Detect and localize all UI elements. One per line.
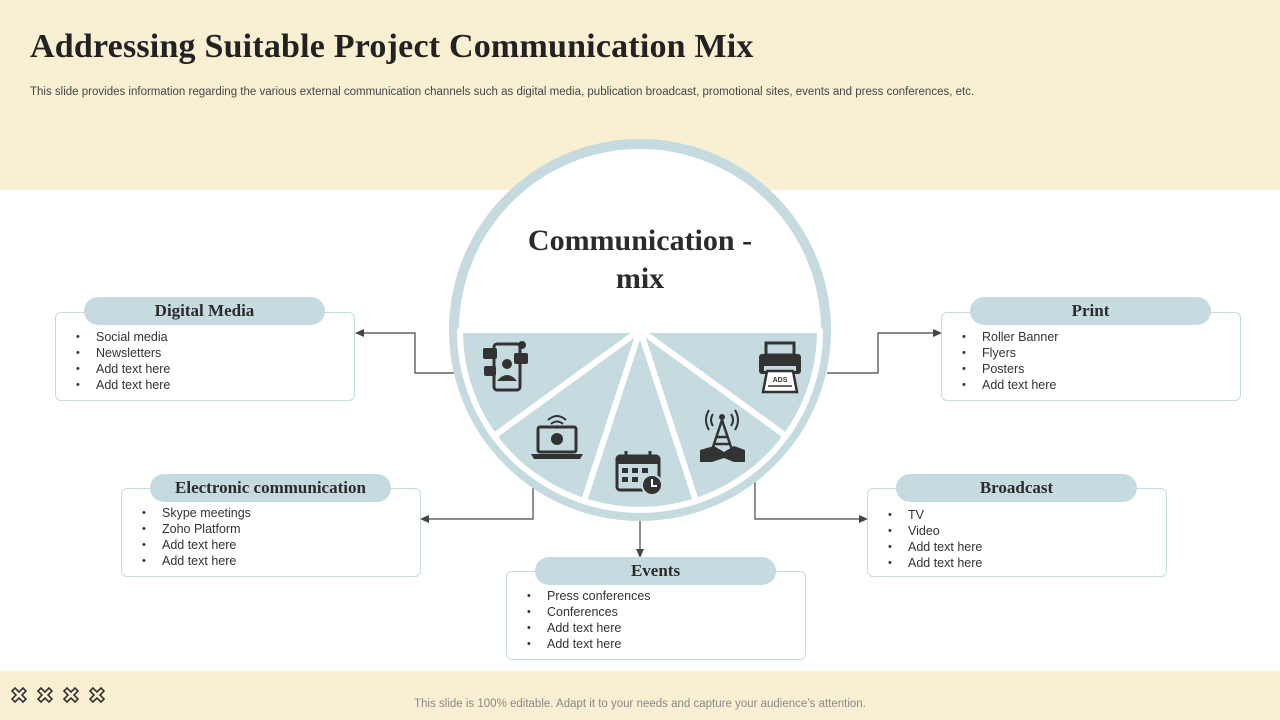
list-item: Posters: [962, 361, 1058, 377]
center-title: Communication - mix: [500, 222, 780, 298]
list-item: Skype meetings: [142, 505, 251, 521]
cross-pattern-icon: [36, 686, 54, 704]
list-item: Newsletters: [76, 345, 170, 361]
center-title-line2: mix: [615, 262, 665, 295]
print-title: Print: [970, 297, 1211, 325]
print-list: Roller Banner Flyers Posters Add text he…: [962, 329, 1058, 393]
list-item: Flyers: [962, 345, 1058, 361]
list-item: Add text here: [76, 361, 170, 377]
slide-title: Addressing Suitable Project Communicatio…: [30, 28, 754, 65]
connector-digital-media: [362, 332, 455, 374]
list-item: Add text here: [527, 620, 651, 636]
slide-subtitle: This slide provides information regardin…: [30, 86, 975, 98]
center-title-line1: Communication -: [527, 224, 753, 257]
svg-text:ADS: ADS: [773, 377, 788, 384]
list-item: Add text here: [962, 377, 1058, 393]
footer-band: [0, 671, 1280, 720]
sector-digital-media: [456, 327, 643, 439]
events-title: Events: [535, 557, 776, 585]
electronic-list: Skype meetings Zoho Platform Add text he…: [142, 505, 251, 569]
cross-pattern-icon: [88, 686, 106, 704]
printer-ads-icon: ADS: [759, 341, 801, 394]
list-item: Conferences: [527, 604, 651, 620]
events-box: Press conferences Conferences Add text h…: [506, 571, 806, 660]
cross-pattern-icon: [10, 686, 28, 704]
broadcast-title: Broadcast: [896, 474, 1137, 502]
connector-lines: [362, 332, 935, 551]
list-item: Press conferences: [527, 588, 651, 604]
footer-text: This slide is 100% editable. Adapt it to…: [414, 698, 866, 710]
laptop-wifi-icon: [531, 415, 583, 459]
connector-electronic: [427, 482, 534, 520]
antenna-handshake-icon: [700, 409, 745, 462]
list-item: Add text here: [527, 636, 651, 652]
broadcast-list: TV Video Add text here Add text here: [888, 507, 982, 571]
sector-electronic: [491, 327, 643, 504]
list-item: TV: [888, 507, 982, 523]
calendar-clock-icon: [615, 451, 663, 496]
list-item: Video: [888, 523, 982, 539]
digital-media-title: Digital Media: [84, 297, 325, 325]
list-item: Add text here: [76, 377, 170, 393]
print-box: Roller Banner Flyers Posters Add text he…: [941, 312, 1241, 401]
list-item: Zoho Platform: [142, 521, 251, 537]
electronic-box: Skype meetings Zoho Platform Add text he…: [121, 488, 421, 577]
connector-broadcast: [754, 482, 861, 520]
footer-icons: [10, 686, 106, 704]
list-item: Add text here: [142, 553, 251, 569]
sector-events: [581, 327, 699, 513]
connector-arrowheads: [355, 329, 942, 558]
list-item: Add text here: [142, 537, 251, 553]
connector-print: [827, 332, 935, 374]
social-media-phone-icon: [483, 341, 528, 392]
list-item: Social media: [76, 329, 170, 345]
events-list: Press conferences Conferences Add text h…: [527, 588, 651, 652]
cross-pattern-icon: [62, 686, 80, 704]
digital-media-list: Social media Newsletters Add text here A…: [76, 329, 170, 393]
list-item: Add text here: [888, 539, 982, 555]
list-item: Add text here: [888, 555, 982, 571]
electronic-title: Electronic communication: [150, 474, 391, 502]
list-item: Roller Banner: [962, 329, 1058, 345]
digital-media-box: Social media Newsletters Add text here A…: [55, 312, 355, 401]
